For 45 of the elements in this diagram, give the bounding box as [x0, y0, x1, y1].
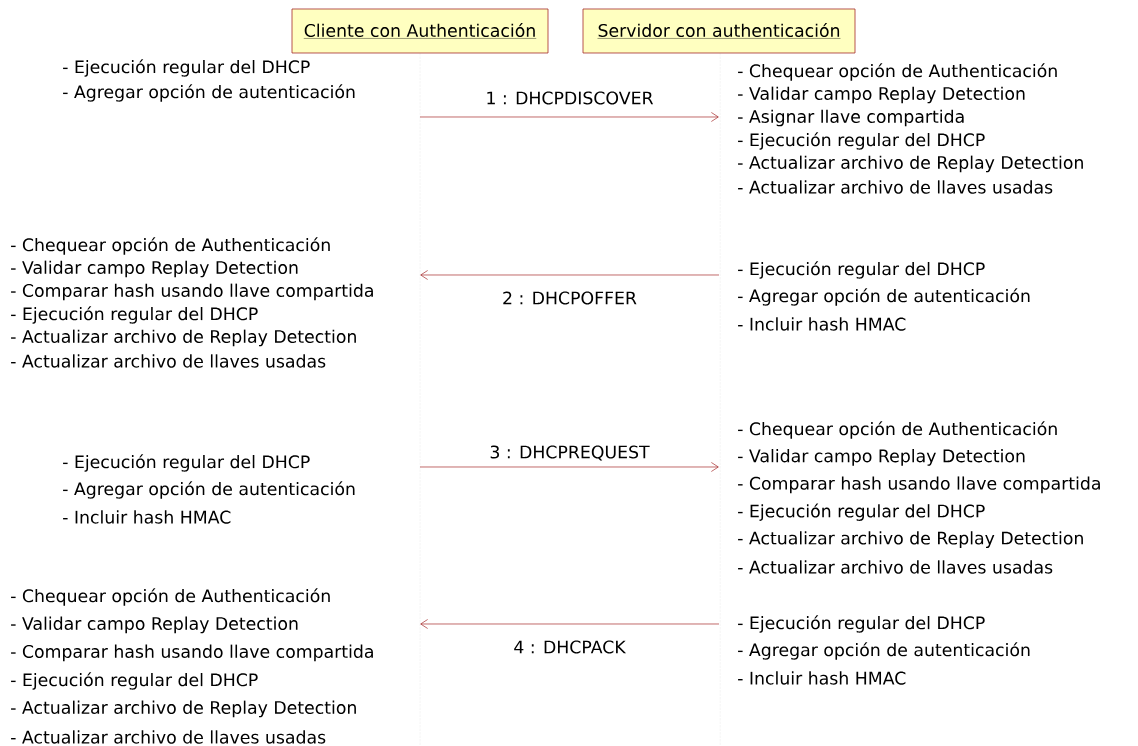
step-note: - Comparar hash usando llave compartida	[11, 283, 373, 301]
step-note: - Validar campo Replay Detection	[11, 260, 298, 278]
step-note: - Incluir hash HMAC	[738, 671, 906, 685]
step-note: - Incluir hash HMAC	[738, 317, 906, 331]
step-note: - Ejecución regular del DHCP	[63, 454, 310, 472]
step-note: - Comparar hash usando llave compartida	[738, 476, 1100, 494]
step-note: - Actualizar archivo de Replay Detection	[11, 329, 356, 347]
step-note: - Chequear opción de Authenticación	[11, 237, 330, 255]
step-note: - Ejecución regular del DHCP	[738, 615, 985, 633]
step-note: - Actualizar archivo de llaves usadas	[738, 180, 1053, 194]
step-note: - Agregar opción de autenticación	[63, 84, 355, 102]
step-note: - Ejecución regular del DHCP	[11, 306, 258, 324]
step-note: - Agregar opción de autenticación	[63, 481, 355, 499]
step-note: - Agregar opción de autenticación	[738, 642, 1030, 660]
participant-box: Cliente con Authenticación	[291, 8, 549, 54]
step-note: - Asignar llave compartida	[738, 109, 964, 127]
message-label: 3 : DHCPREQUEST	[490, 445, 650, 461]
step-note: - Ejecución regular del DHCP	[63, 59, 310, 77]
step-note: - Ejecución regular del DHCP	[11, 672, 258, 690]
step-note: - Chequear opción de Authenticación	[11, 588, 330, 606]
step-note: - Chequear opción de Authenticación	[738, 63, 1057, 81]
step-note: - Validar campo Replay Detection	[738, 86, 1025, 104]
message-label: 1 : DHCPDISCOVER	[487, 91, 654, 105]
step-note: - Validar campo Replay Detection	[11, 616, 298, 634]
step-note: - Incluir hash HMAC	[63, 510, 231, 524]
step-note: - Ejecución regular del DHCP	[738, 503, 985, 521]
message-arrow	[420, 619, 720, 629]
step-note: - Ejecución regular del DHCP	[738, 132, 985, 150]
step-note: - Ejecución regular del DHCP	[738, 261, 985, 279]
participant-box: Servidor con authenticación	[582, 8, 856, 54]
message-arrow	[419, 112, 719, 122]
step-note: - Actualizar archivo de llaves usadas	[738, 560, 1053, 574]
step-note: - Actualizar archivo de llaves usadas	[11, 354, 326, 368]
step-note: - Chequear opción de Authenticación	[738, 421, 1057, 439]
step-note: - Agregar opción de autenticación	[738, 288, 1030, 306]
step-note: - Actualizar archivo de Replay Detection	[738, 531, 1083, 548]
step-note: - Validar campo Replay Detection	[738, 449, 1025, 466]
message-arrow	[419, 462, 719, 472]
step-note: - Comparar hash usando llave compartida	[11, 644, 373, 662]
message-label: 2 : DHCPOFFER	[503, 291, 637, 305]
step-note: - Actualizar archivo de llaves usadas	[11, 730, 326, 744]
step-note: - Actualizar archivo de Replay Detection	[738, 155, 1083, 173]
step-note: - Actualizar archivo de Replay Detection	[11, 700, 356, 718]
message-label: 4 : DHCPACK	[514, 640, 627, 654]
message-arrow	[420, 270, 720, 280]
